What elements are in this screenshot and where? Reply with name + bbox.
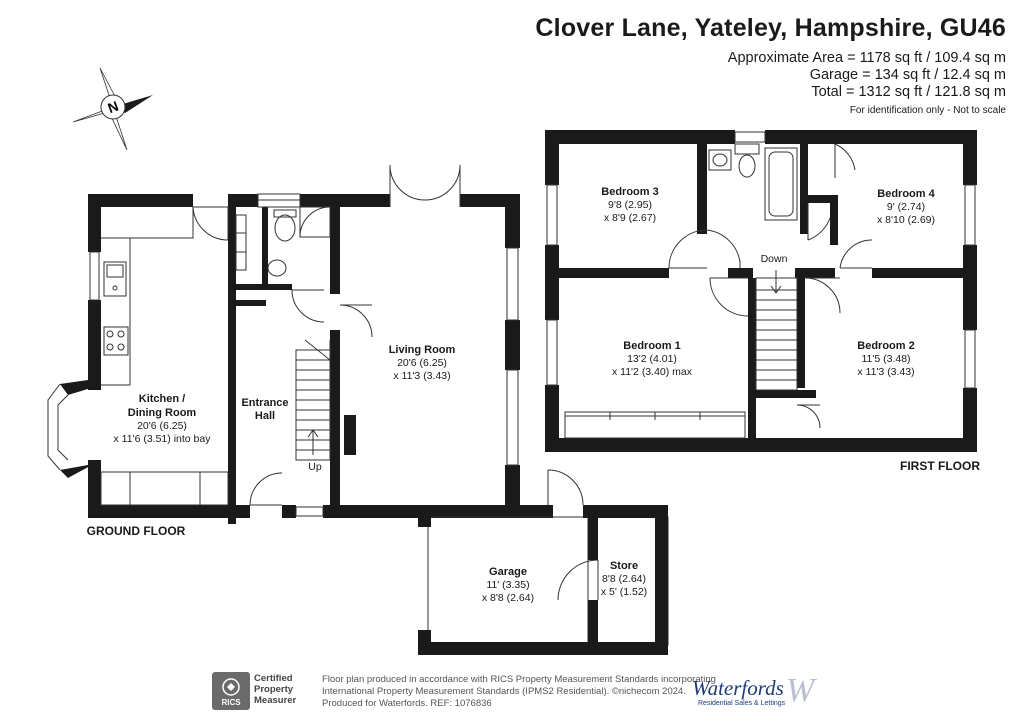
garage-name: Garage <box>489 566 527 578</box>
brand-tagline: Residential Sales & Lettings <box>698 700 786 707</box>
living-dim-2: x 11'3 (3.43) <box>393 370 450 382</box>
bedroom4-dim-2: x 8'10 (2.69) <box>877 214 935 226</box>
kitchen-name-2: Dining Room <box>128 407 197 419</box>
bedroom2-name: Bedroom 2 <box>857 340 914 352</box>
store-name: Store <box>610 560 638 572</box>
stairs-up-label: Up <box>308 461 322 473</box>
bedroom3-name: Bedroom 3 <box>601 186 658 198</box>
store-dim-1: 8'8 (2.64) <box>602 573 646 585</box>
bedroom4-dim-1: 9' (2.74) <box>887 201 925 213</box>
stairs-down-label: Down <box>761 253 788 265</box>
first-floor-walls <box>545 130 977 452</box>
bedroom1-dim-2: x 11'2 (3.40) max <box>612 366 693 378</box>
bedroom2-dim-1: 11'5 (3.48) <box>861 353 910 365</box>
bedroom3-dim-1: 9'8 (2.95) <box>608 199 652 211</box>
living-name: Living Room <box>389 344 456 356</box>
rics-line-1: Certified <box>254 673 293 684</box>
footer-line-1: Floor plan produced in accordance with R… <box>322 674 716 685</box>
kitchen-dim-1: 20'6 (6.25) <box>137 420 187 432</box>
kitchen-dim-2: x 11'6 (3.51) into bay <box>114 433 212 445</box>
bedroom2-dim-2: x 11'3 (3.43) <box>857 366 914 378</box>
garage-dim-1: 11' (3.35) <box>486 579 529 591</box>
ground-floor-label: GROUND FLOOR <box>87 524 186 538</box>
garage-walls <box>418 505 668 655</box>
kitchen-name-1: Kitchen / <box>139 393 185 405</box>
footer-line-3: Produced for Waterfords. REF: 1076836 <box>322 698 492 709</box>
first-floor-fixtures <box>546 131 976 439</box>
bedroom4-name: Bedroom 4 <box>877 188 935 200</box>
garage-dim-2: x 8'8 (2.64) <box>482 592 534 604</box>
living-dim-1: 20'6 (6.25) <box>397 357 447 369</box>
footer-disclaimer: Floor plan produced in accordance with R… <box>322 674 716 710</box>
rics-line-2: Property <box>254 684 294 695</box>
property-title: Clover Lane, Yateley, Hampshire, GU46 <box>535 14 1006 42</box>
bedroom1-name: Bedroom 1 <box>623 340 680 352</box>
store-dim-2: x 5' (1.52) <box>601 586 647 598</box>
first-floor-label: FIRST FLOOR <box>900 459 980 473</box>
ground-floor-fixtures <box>47 164 669 646</box>
rics-certification: Certified Property Measurer <box>254 673 296 706</box>
ground-floor-walls <box>60 194 553 524</box>
bedroom1-dim-1: 13'2 (4.01) <box>627 353 677 365</box>
rics-badge: RICS <box>212 672 250 710</box>
bedroom3-dim-2: x 8'9 (2.67) <box>604 212 656 224</box>
rics-logo: RICS Certified Property Measurer <box>212 672 316 710</box>
rics-emblem-icon <box>222 678 240 696</box>
brand-mark: W <box>786 672 815 709</box>
waterfords-logo: W Waterfords Residential Sales & Letting… <box>690 672 814 710</box>
room-labels: Kitchen / Dining Room 20'6 (6.25) x 11'6… <box>87 186 981 604</box>
disclaimer: For identification only - Not to scale <box>849 105 1006 116</box>
entrance-name-1: Entrance <box>241 397 288 409</box>
north-arrow-icon: N <box>72 67 153 151</box>
brand-name: Waterfords <box>692 676 784 700</box>
rics-line-3: Measurer <box>254 695 297 706</box>
total-area: Total = 1312 sq ft / 121.8 sq m <box>811 84 1006 100</box>
garage-area: Garage = 134 sq ft / 12.4 sq m <box>809 67 1006 83</box>
footer-line-2: International Property Measurement Stand… <box>322 686 686 697</box>
entrance-name-2: Hall <box>255 410 275 422</box>
rics-badge-text: RICS <box>221 698 241 707</box>
approx-area: Approximate Area = 1178 sq ft / 109.4 sq… <box>727 50 1006 66</box>
